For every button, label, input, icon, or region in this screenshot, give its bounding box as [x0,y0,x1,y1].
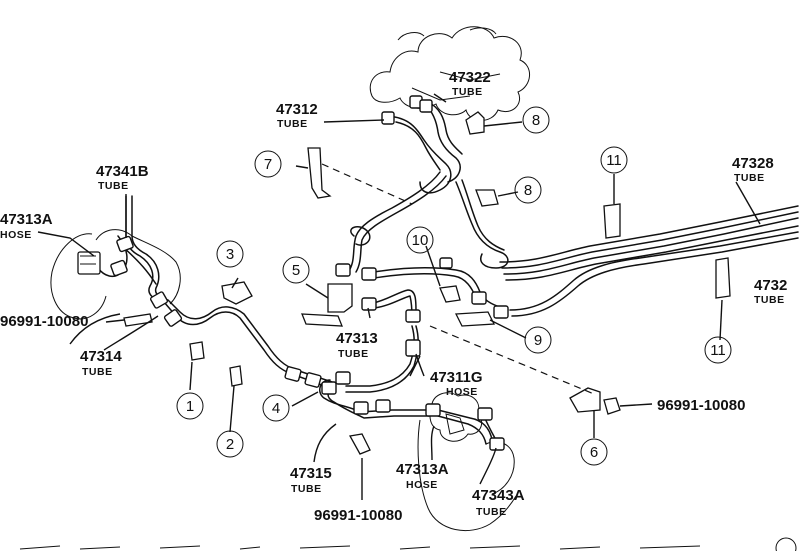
label-47313a-hose-bottom: 47313A HOSE [396,461,449,491]
svg-text:11: 11 [710,342,726,359]
clips-brackets [123,111,731,455]
label-96991-10080-left: 96991-10080 [0,313,88,330]
svg-text:8: 8 [532,112,540,129]
callout-8-upper: 8 [522,106,550,134]
svg-text:96991-10080: 96991-10080 [657,397,745,414]
svg-text:1: 1 [186,398,194,415]
label-47328-tube: 47328 TUBE [732,155,774,184]
svg-text:96991-10080: 96991-10080 [314,507,402,524]
svg-text:9: 9 [534,332,542,349]
svg-text:TUBE: TUBE [476,506,507,518]
label-47312-tube: 47312 TUBE [276,101,318,130]
svg-text:HOSE: HOSE [0,229,32,241]
label-4732-tube-cut: 4732 TUBE [754,277,787,306]
svg-text:47312: 47312 [276,101,318,118]
callout-11-lower: 11 [704,336,732,364]
label-47322-tube: 47322 TUBE [449,69,491,98]
label-47343a-tube: 47343A TUBE [472,487,525,518]
svg-text:47341B: 47341B [96,163,149,180]
callout-9: 9 [524,326,552,354]
svg-text:47314: 47314 [80,348,122,365]
svg-text:TUBE: TUBE [98,180,129,192]
svg-text:TUBE: TUBE [291,483,322,495]
label-47313a-hose-left: 47313A HOSE [0,211,53,241]
cut-off-bottom-row [19,537,797,551]
svg-text:8: 8 [524,182,532,199]
label-96991-10080-bottom: 96991-10080 [314,507,402,524]
callout-8-lower: 8 [514,176,542,204]
label-47341b-tube: 47341B TUBE [96,163,149,192]
dashed-guides [321,163,595,395]
callout-3: 3 [216,240,244,268]
callout-4: 4 [262,394,290,422]
svg-text:2: 2 [226,436,234,453]
svg-text:TUBE: TUBE [754,294,785,306]
svg-text:TUBE: TUBE [452,86,483,98]
svg-text:5: 5 [292,262,300,279]
callout-7: 7 [254,150,282,178]
svg-text:4732: 4732 [754,277,787,294]
svg-text:7: 7 [264,156,272,173]
label-47311g-hose: 47311G HOSE [430,369,483,398]
svg-text:TUBE: TUBE [277,118,308,130]
master-cylinder-tubes [347,101,509,273]
svg-text:47313A: 47313A [396,461,449,478]
callout-11-upper: 11 [600,146,628,174]
svg-text:4: 4 [272,400,280,417]
svg-text:TUBE: TUBE [338,348,369,360]
svg-text:47313A: 47313A [0,211,53,228]
callout-2: 2 [216,430,244,458]
leader-lines [37,93,761,500]
svg-text:47315: 47315 [290,465,332,482]
svg-text:10: 10 [412,232,429,249]
svg-text:11: 11 [606,152,622,169]
svg-text:47322: 47322 [449,69,491,86]
svg-text:6: 6 [590,444,598,461]
rear-tubes [499,205,799,317]
label-47315-tube: 47315 TUBE [290,465,332,495]
svg-text:47328: 47328 [732,155,774,172]
center-tubes [345,267,509,393]
svg-text:HOSE: HOSE [446,386,478,398]
callout-10: 10 [406,226,434,254]
svg-text:47313: 47313 [336,330,378,347]
svg-text:TUBE: TUBE [82,366,113,378]
fittings [110,95,509,451]
label-47314-tube: 47314 TUBE [80,348,122,378]
svg-text:TUBE: TUBE [734,172,765,184]
left-caliper-block [77,251,101,275]
svg-text:HOSE: HOSE [406,479,438,491]
label-47313-tube: 47313 TUBE [336,330,378,360]
svg-text:47343A: 47343A [472,487,525,504]
left-front-tubes [97,195,333,389]
svg-text:3: 3 [226,246,234,263]
svg-text:96991-10080: 96991-10080 [0,313,88,330]
callout-1: 1 [176,392,204,420]
callout-5: 5 [282,256,310,284]
label-96991-10080-right: 96991-10080 [657,397,745,414]
left-knuckle-outline [50,229,181,320]
svg-text:47311G: 47311G [430,369,483,386]
callout-6: 6 [580,438,608,466]
